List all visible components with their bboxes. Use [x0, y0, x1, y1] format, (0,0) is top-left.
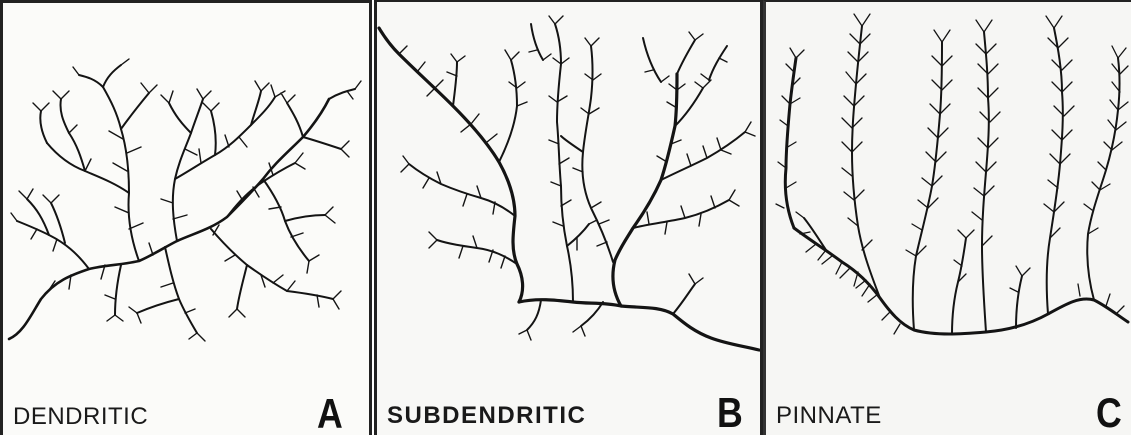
panel-letter: C [1096, 392, 1122, 434]
pattern-label: PINNATE [776, 402, 882, 430]
panel-pinnate: PINNATE C [763, 0, 1131, 435]
pattern-label: DENDRITIC [13, 403, 148, 431]
pinnate-drainage-drawing [766, 2, 1131, 435]
panel-letter: A [317, 393, 343, 435]
subdendritic-drainage-drawing [377, 2, 763, 435]
pattern-label: SUBDENDRITIC [387, 402, 586, 430]
dendritic-drainage-drawing [3, 3, 372, 435]
panel-letter: B [717, 392, 743, 434]
panel-dendritic: DENDRITIC A [0, 0, 372, 435]
panel-subdendritic: SUBDENDRITIC B [374, 0, 763, 435]
